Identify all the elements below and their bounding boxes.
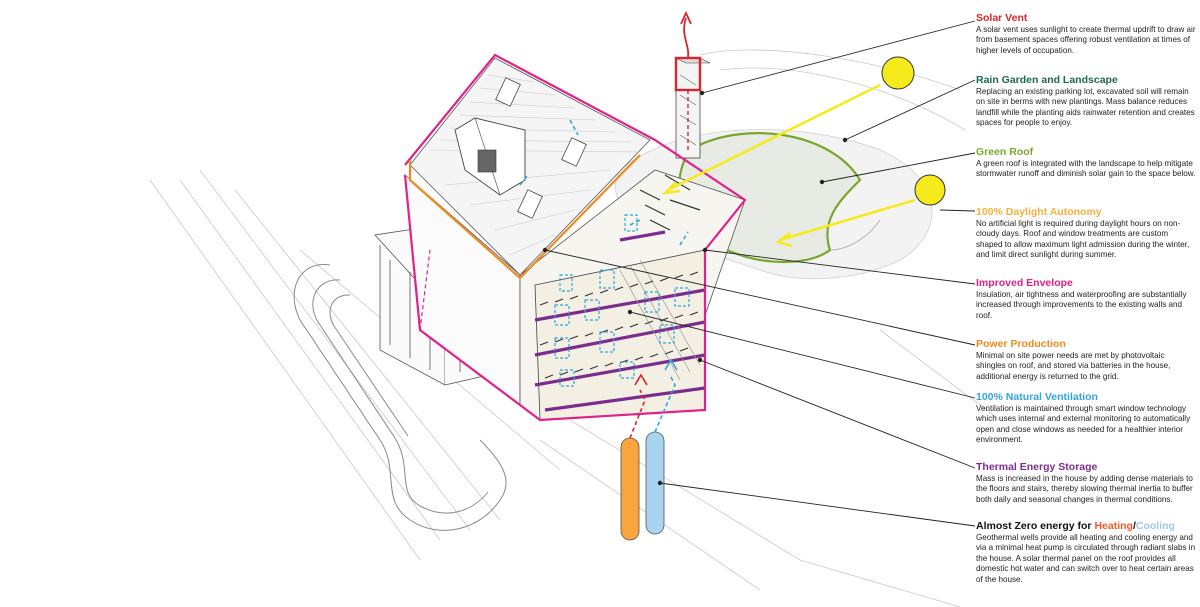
ramp-loop	[293, 264, 507, 531]
annotation-body: Minimal on site power needs are met by p…	[976, 351, 1171, 381]
annotation-title: Almost Zero energy for Heating/Cooling	[976, 520, 1196, 532]
title-heating: Heating	[1094, 520, 1133, 532]
house-body	[403, 53, 747, 422]
annotation-title: Rain Garden and Landscape	[976, 74, 1118, 86]
annotation-title: Green Roof	[976, 146, 1034, 158]
annotation-envelope: Improved Envelope Insulation, air tightn…	[976, 277, 1196, 321]
annotation-body: Mass is increased in the house by adding…	[976, 474, 1193, 504]
sun-icon	[881, 56, 915, 90]
leader-lines	[544, 20, 976, 527]
annotation-body: Insulation, air tightness and waterproof…	[976, 290, 1187, 320]
geothermal-wells	[620, 358, 678, 541]
roof	[408, 57, 651, 280]
annotation-title: Improved Envelope	[976, 277, 1073, 289]
annotation-solar-vent: Solar Vent A solar vent uses sunlight to…	[976, 12, 1196, 56]
annotation-body: Replacing an existing parking lot, excav…	[976, 87, 1195, 128]
annotation-title: Solar Vent	[976, 12, 1028, 24]
annotation-body: Geothermal wells provide all heating and…	[976, 533, 1196, 584]
annotation-zero-energy: Almost Zero energy for Heating/Cooling G…	[976, 520, 1196, 585]
annotation-thermal-storage: Thermal Energy Storage Mass is increased…	[976, 461, 1196, 505]
annotation-body: No artificial light is required during d…	[976, 219, 1190, 260]
title-prefix: Almost Zero energy for	[976, 520, 1095, 532]
annotation-body: A solar vent uses sunlight to create the…	[976, 25, 1196, 55]
annotation-body: A green roof is integrated with the land…	[976, 159, 1196, 179]
annotation-daylight: 100% Daylight Autonomy No artificial lig…	[976, 206, 1196, 261]
title-cooling: Cooling	[1135, 520, 1175, 532]
annotation-rain-garden: Rain Garden and Landscape Replacing an e…	[976, 74, 1196, 129]
annotation-title: Thermal Energy Storage	[976, 461, 1098, 473]
sun-rays	[661, 56, 946, 248]
annotation-title: 100% Daylight Autonomy	[976, 206, 1102, 218]
annotation-power: Power Production Minimal on site power n…	[976, 338, 1196, 382]
annotation-title: 100% Natural Ventilation	[976, 391, 1098, 403]
title-slash: /	[1132, 520, 1136, 532]
annotation-green-roof: Green Roof A green roof is integrated wi…	[976, 146, 1196, 180]
annotation-body: Ventilation is maintained through smart …	[976, 404, 1191, 445]
solar-vent-chimney	[674, 10, 711, 159]
sun-icon-2	[914, 174, 946, 206]
leader-dots	[542, 90, 848, 486]
annotation-title: Power Production	[976, 338, 1066, 350]
annotation-ventilation: 100% Natural Ventilation Ventilation is …	[976, 391, 1196, 446]
ventilation-arrows	[519, 119, 689, 246]
